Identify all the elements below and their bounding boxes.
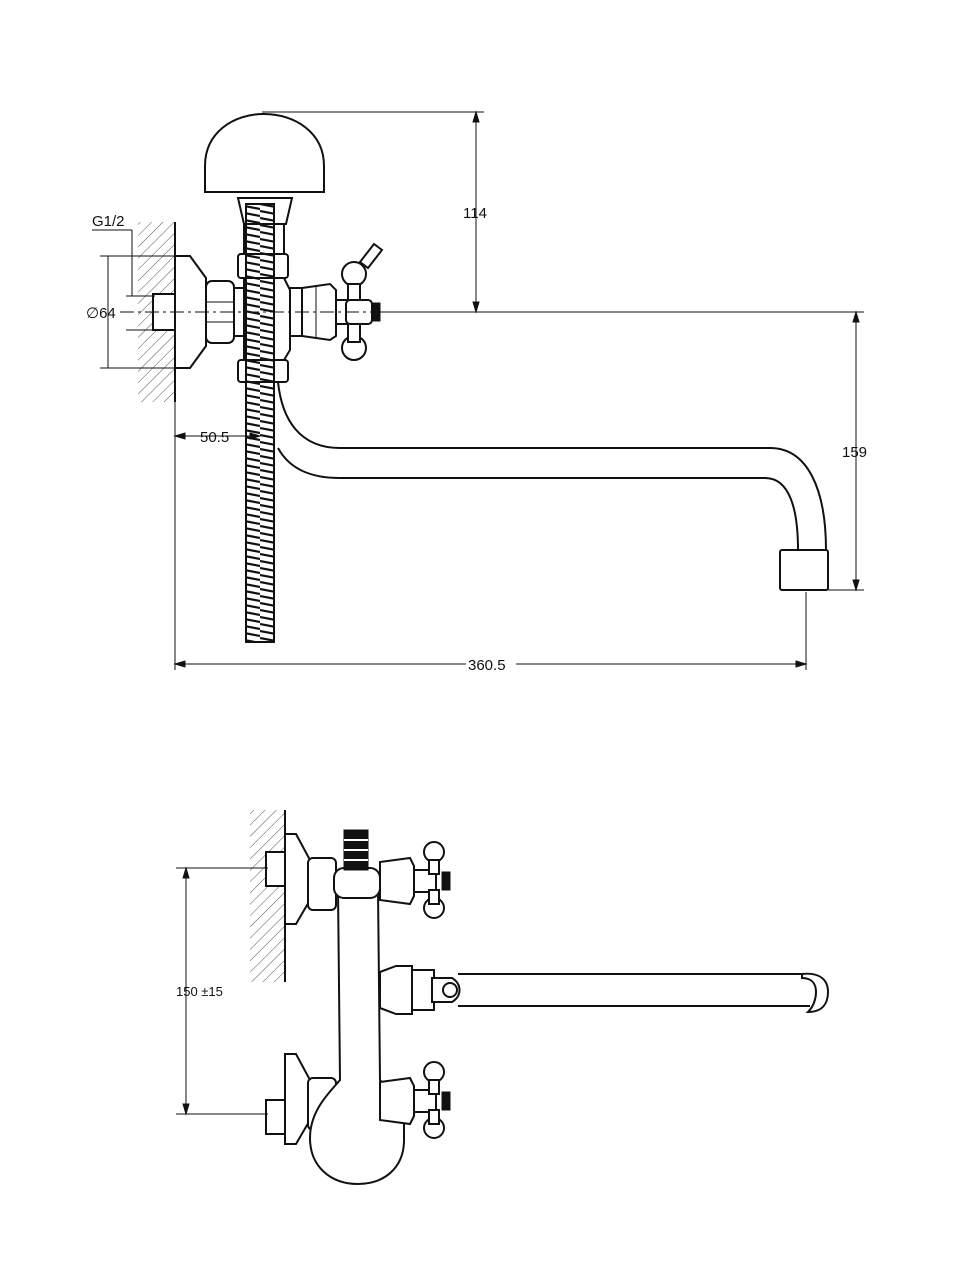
dim-150-label: 150 ±15 [176,984,223,999]
dim-114-arrow [472,301,480,314]
dim-159-arrow [852,579,860,592]
dim-159-arrow [852,310,860,323]
front-view: 150 ±15 [176,810,830,1186]
dim-50-label: 50.5 [200,429,229,446]
dim-114-arrow [472,110,480,123]
flange-top [284,833,311,925]
spout-connector [379,965,413,1015]
dim-50-arrow [173,432,186,440]
dim-114-label: 114 [463,205,487,222]
diverter-lever [358,242,384,270]
shower-hose [245,203,275,643]
spout-inner [277,447,799,551]
handle-knob-top [341,261,367,287]
dim-50-arrow [249,432,262,440]
nut-top [307,857,337,911]
dim-150-arrow [182,1103,190,1116]
dim-360-label-bg [466,654,516,672]
shower-hook [243,224,285,254]
handle-lower-cap [441,1091,451,1111]
handle-upper-arm [428,859,440,875]
dim-360-arrow [795,660,808,668]
top-view: G1/2 ∅64 114 159 50.5 360.5 [86,110,867,674]
dim-thread-label: G1/2 [92,213,125,230]
column-top [333,867,381,899]
flange-bottom [284,1053,311,1145]
dim-150-arrow [182,866,190,879]
handle-lower-arm [428,1079,440,1095]
dim-360-arrow [173,660,186,668]
body-column [308,889,405,1186]
valve-upper [379,856,415,906]
handle-upper-cap [441,871,451,891]
handle-upper-arm [428,889,440,905]
valve-cartridge [301,282,337,342]
shower-head [204,112,325,193]
spout-pin [442,982,458,998]
handle-lower-arm [428,1109,440,1125]
valve-lower [379,1076,415,1126]
valve-lower-stem [413,1089,437,1113]
valve-upper-stem [413,869,437,893]
aerator [779,549,829,591]
dim-diameter-label: ∅64 [86,305,116,322]
wall-hatch [250,810,284,982]
spout-end [801,972,830,1014]
dim-159-label: 159 [842,444,867,461]
spout-nut [411,969,435,1011]
spout [277,381,827,551]
dim-360-label: 360.5 [468,657,506,674]
